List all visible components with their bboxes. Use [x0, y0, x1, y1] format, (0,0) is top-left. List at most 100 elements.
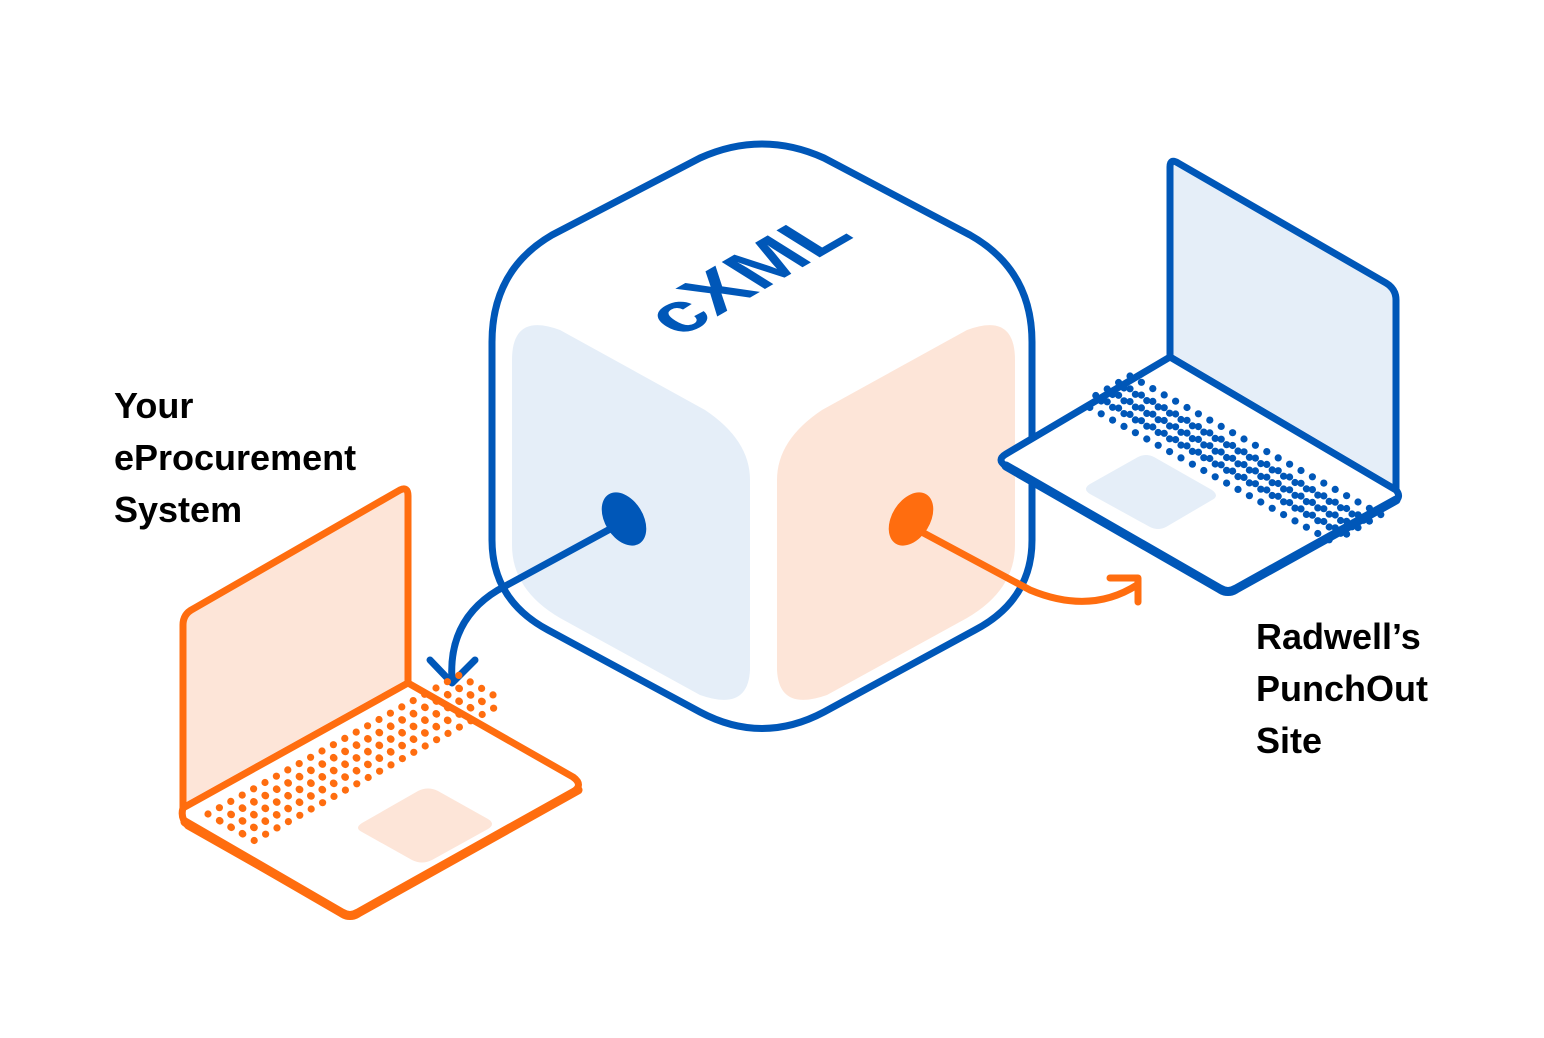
keyboard-key-dot: [1160, 429, 1168, 437]
keyboard-key-dot: [444, 717, 452, 725]
keyboard-key-dot: [1331, 485, 1339, 493]
keyboard-key-dot: [444, 704, 452, 712]
keyboard-key-dot: [1183, 403, 1191, 412]
label-line: Your: [114, 385, 194, 426]
laptop-base-edge: [180, 785, 583, 920]
keyboard-key-dot: [1143, 422, 1151, 430]
keyboard-key-dot: [1251, 454, 1259, 462]
keyboard-key-dot: [1126, 372, 1134, 380]
keyboard-key-dot: [1149, 423, 1157, 431]
keyboard-key-dot: [296, 798, 304, 807]
connector-node-blue: [601, 492, 647, 546]
keyboard-key-dot: [1223, 453, 1231, 462]
keyboard-key-dot: [296, 811, 304, 819]
keyboard-key-dot: [262, 830, 270, 838]
keyboard-key-dot: [455, 685, 463, 693]
keyboard-key-dot: [1211, 434, 1219, 442]
keyboard-key-dot: [250, 811, 258, 819]
keyboard-key-dot: [1263, 460, 1271, 468]
keyboard-key-dot: [1131, 429, 1139, 437]
keyboard-key-dot: [1206, 429, 1214, 437]
keyboard-key-dot: [1343, 504, 1351, 513]
keyboard-key-dot: [215, 804, 223, 812]
keyboard-key-dot: [227, 823, 235, 832]
keyboard-key-dot: [410, 723, 418, 731]
keyboard-key-dot: [490, 704, 498, 712]
keyboard-key-dot: [284, 818, 292, 826]
keyboard-key-dot: [1291, 517, 1299, 525]
keyboard-key-dot: [1274, 492, 1282, 500]
label-line: System: [114, 489, 243, 530]
cube-outline: [488, 140, 1036, 732]
keyboard-key-dot: [398, 742, 406, 750]
keyboard-key-dot: [1325, 497, 1333, 505]
keyboard-key-dot: [353, 767, 361, 775]
keyboard-key-dot: [1234, 447, 1242, 455]
keyboard-key-dot: [1086, 403, 1094, 412]
keyboard-key-dot: [329, 741, 337, 749]
right-system-label: Radwell’s PunchOut Site: [1256, 611, 1428, 767]
keyboard-key-dot: [284, 805, 292, 813]
keyboard-key-dot: [1131, 390, 1139, 398]
keyboard-key-dot: [1240, 448, 1248, 456]
connector-to-left-system: [426, 492, 647, 687]
keyboard-key-dot: [307, 779, 315, 788]
keyboard-key-dot: [1160, 404, 1168, 412]
arrow-right-icon: [1106, 574, 1142, 606]
keyboard-key-dot: [1177, 415, 1185, 424]
keyboard-key-dot: [261, 778, 269, 787]
keyboard-key-dot: [1194, 435, 1202, 443]
keyboard-key-dot: [1343, 517, 1351, 525]
keyboard-key-dot: [1166, 422, 1174, 430]
label-line: Site: [1256, 720, 1323, 761]
keyboard-key-dot: [1143, 435, 1151, 443]
laptop-icon: [997, 157, 1403, 596]
keyboard-key-dot: [410, 735, 418, 744]
keyboard-key-dot: [364, 735, 372, 743]
keyboard-key-dot: [1143, 409, 1151, 417]
keyboard-key-dot: [238, 791, 246, 799]
keyboard-key-dot: [307, 805, 315, 813]
keyboard-key-dot: [1234, 460, 1242, 468]
keyboard-key-dot: [1137, 378, 1145, 386]
keyboard-key-dot: [239, 830, 247, 838]
laptop-icon: [178, 485, 583, 920]
keyboard-key-dot: [1314, 491, 1322, 499]
keyboard-key-dot: [1097, 410, 1105, 418]
keyboard-key-dot: [455, 723, 463, 731]
laptop-trackpad: [358, 788, 492, 863]
keyboard-key-dot: [1297, 505, 1305, 513]
keyboard-key-dot: [1200, 466, 1208, 475]
keyboard-key-dot: [1092, 391, 1100, 400]
keyboard-key-dot: [1365, 517, 1373, 525]
keyboard-key-dot: [364, 773, 372, 782]
keyboard-key-dot: [1263, 486, 1271, 494]
keyboard-key-dot: [262, 805, 270, 813]
keyboard-key-dot: [1229, 441, 1237, 450]
keyboard-key-dot: [1274, 479, 1282, 488]
keyboard-key-dot: [1240, 435, 1248, 443]
keyboard-key-dot: [262, 817, 270, 826]
keyboard-key-dot: [1257, 472, 1265, 480]
keyboard-key-dot: [1149, 410, 1157, 418]
keyboard-key-dot: [1177, 428, 1185, 436]
keyboard-key-dot: [455, 697, 463, 706]
keyboard-key-dot: [341, 786, 349, 794]
keyboard-key-dot: [1343, 492, 1351, 500]
keyboard-key-dot: [1354, 498, 1362, 506]
keyboard-key-dot: [1320, 492, 1328, 500]
keyboard-key-dot: [1188, 447, 1196, 455]
keyboard-key-dot: [1365, 504, 1373, 512]
keyboard-key-dot: [1274, 454, 1282, 462]
keyboard-key-dot: [478, 698, 486, 706]
keyboard-key-dot: [1251, 441, 1259, 449]
keyboard-key-dot: [1206, 442, 1214, 450]
connector-to-right-system: [888, 492, 1142, 606]
keyboard-key-dot: [1143, 397, 1151, 405]
keyboard-key-dot: [1200, 428, 1208, 436]
keyboard-key-dot: [478, 710, 486, 719]
keyboard-key-dot: [444, 691, 452, 699]
keyboard-key-dot: [433, 697, 441, 705]
keyboard-key-dot: [1120, 384, 1128, 392]
keyboard-key-dot: [1115, 391, 1123, 399]
